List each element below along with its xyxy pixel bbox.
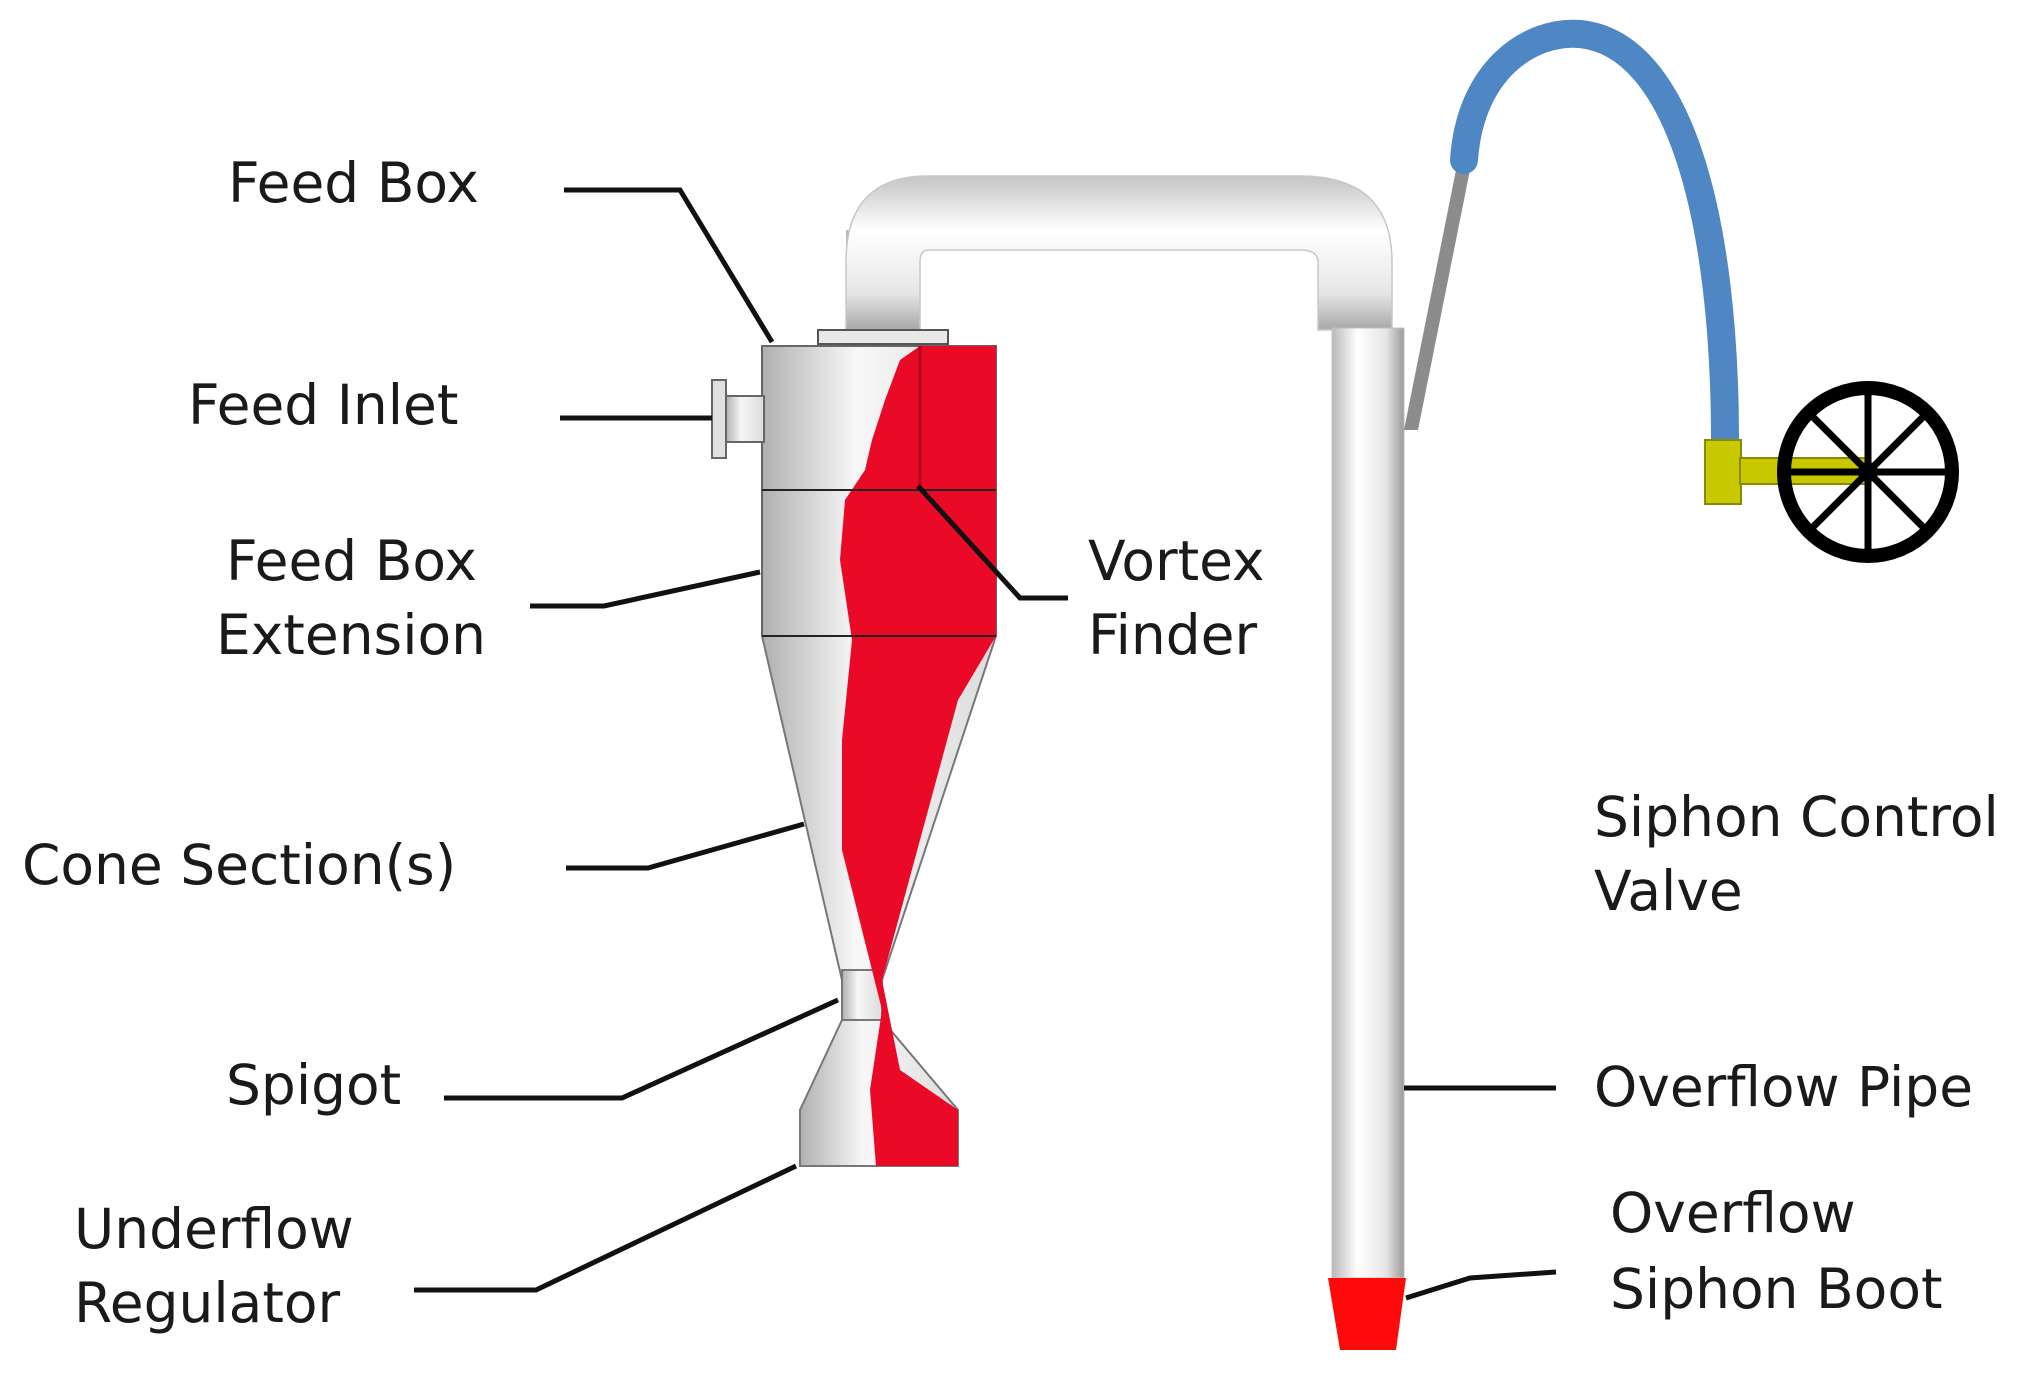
leader-lines — [414, 187, 1557, 1301]
label-siphon-control-valve-line1: Siphon Control — [1594, 785, 1999, 849]
siphon-stub — [1404, 160, 1472, 430]
label-feed-box-extension-line2: Extension — [216, 603, 486, 667]
vortex-finder-cap — [817, 329, 949, 345]
overflow-siphon-boot — [1328, 1278, 1406, 1350]
cutaway-section — [840, 346, 996, 1166]
overflow-pipe — [1331, 327, 1405, 1279]
label-group: Feed Box Feed Inlet Feed Box Extension C… — [22, 151, 1999, 1335]
leader-feed-box-extension — [530, 569, 761, 609]
label-siphon-control-valve-line2: Valve — [1594, 859, 1743, 923]
valve-handwheel-icon — [1777, 381, 1959, 563]
leader-vortex-finder — [916, 484, 1068, 601]
label-underflow-regulator-line2: Regulator — [74, 1271, 341, 1335]
label-cone-sections: Cone Section(s) — [22, 833, 456, 897]
leader-overflow-siphon-boot — [1405, 1269, 1557, 1301]
elbow-pipe — [845, 175, 1393, 333]
label-vortex-finder-line1: Vortex — [1088, 529, 1265, 593]
siphon-hose — [1450, 19, 1739, 454]
leader-spigot — [444, 997, 840, 1101]
overflow-piping — [845, 175, 1406, 1350]
hydrocyclone — [711, 329, 998, 1167]
label-overflow-pipe: Overflow Pipe — [1594, 1055, 1973, 1119]
valve-fitting — [1704, 439, 1742, 505]
label-vortex-finder-line2: Finder — [1088, 603, 1258, 667]
label-overflow-siphon-boot-line1: Overflow — [1610, 1181, 1856, 1245]
siphon-assembly — [1404, 19, 1959, 563]
label-spigot: Spigot — [226, 1053, 401, 1117]
label-overflow-siphon-boot-line2: Siphon Boot — [1610, 1257, 1943, 1321]
label-underflow-regulator-line1: Underflow — [74, 1197, 354, 1261]
leader-feed-box — [564, 187, 775, 344]
label-feed-box: Feed Box — [228, 151, 479, 215]
feed-inlet-flange — [711, 379, 727, 459]
leader-underflow-regulator — [414, 1163, 798, 1293]
feed-inlet — [725, 395, 765, 443]
label-feed-box-extension-line1: Feed Box — [226, 529, 477, 593]
leader-cone-sections — [566, 821, 805, 871]
label-feed-inlet: Feed Inlet — [188, 373, 458, 437]
